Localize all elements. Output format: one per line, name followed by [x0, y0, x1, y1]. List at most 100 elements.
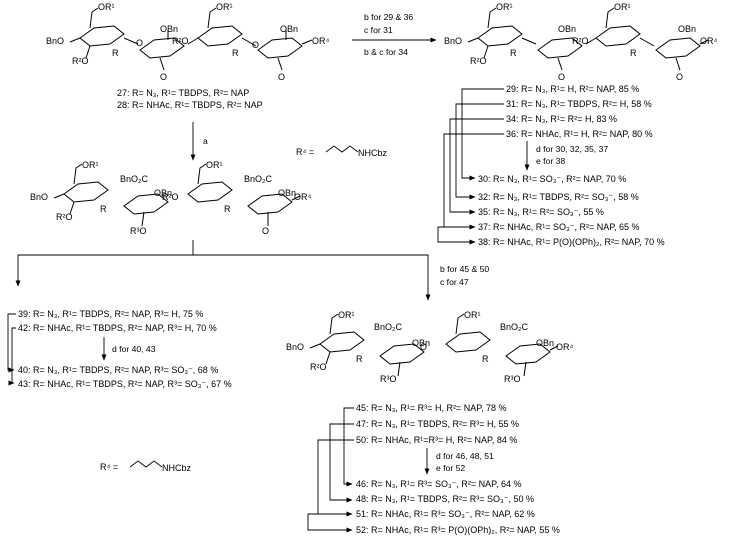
compound-38: 38: R= NHAc, R¹= P(O)(OPh)₂, R²= NAP, 70…	[478, 237, 665, 247]
label-bno2c: BnO₂C	[120, 174, 149, 184]
label-obn: OBn	[412, 338, 430, 348]
structure-39-42: OR¹ OR¹ BnO R²O R²O R R BnO₂C BnO₂C OBn …	[30, 160, 312, 236]
label-obn: OBn	[558, 24, 576, 34]
compound-45: 45: R= N₃, R¹= R³= H, R²= NAP, 78 %	[356, 403, 507, 413]
connector-42-43	[8, 327, 16, 386]
label-r2o: R²O	[572, 36, 589, 46]
label-r2o: R²O	[72, 56, 89, 66]
label-or4: OR⁴	[294, 192, 312, 202]
label-r2o: R²O	[172, 36, 189, 46]
condition: d for 46, 48, 51	[436, 451, 494, 461]
label-r2o: R²O	[162, 192, 179, 202]
condition: a	[203, 136, 208, 146]
compound-30: 30: R= N₃, R¹= SO₃⁻, R²= NAP, 70 %	[478, 174, 626, 184]
label-r3o: R³O	[504, 374, 521, 384]
label-o: O	[278, 72, 285, 82]
label-obn: OBn	[280, 24, 298, 34]
label-o: O	[160, 72, 167, 82]
label-bno2c: BnO₂C	[244, 174, 273, 184]
compound-47: 47: R= N₃, R¹= TBDPS, R²= R³= H, 55 %	[356, 419, 519, 429]
label-or4: OR⁴	[312, 36, 330, 46]
label-or4: OR⁴	[556, 342, 574, 352]
compound-32: 32: R= N₃, R¹= TBDPS, R²= SO₃⁻, 58 %	[478, 192, 639, 202]
label-bno: BnO	[444, 36, 462, 46]
label-r2o: R²O	[470, 56, 487, 66]
compound-29: 29: R= N₃, R¹= H, R²= NAP, 85 %	[506, 84, 639, 94]
label-bno: BnO	[286, 342, 304, 352]
connector-50-51	[317, 439, 354, 517]
compound-37: 37: R= NHAc, R¹= SO₃⁻, R²= NAP, 65 %	[478, 222, 640, 232]
condition: d for 30, 32, 35, 37	[536, 144, 608, 154]
label-bno2c: BnO₂C	[500, 322, 529, 332]
label-or1: OR¹	[206, 160, 223, 170]
condition: c for 31	[364, 25, 393, 35]
compound-42: 42: R= NHAc, R¹= TBDPS, R²= NAP, R³= H, …	[18, 323, 217, 333]
structure-29-38: OR¹ OR¹ BnO R²O R²O R R OBn OBn OR⁴ O O	[444, 2, 718, 82]
label-r: R	[224, 204, 231, 214]
label-obn: OBn	[536, 338, 554, 348]
structure-27-28: OR¹ OR¹ BnO R²O R²O R R OBn OBn OR⁴ O O …	[46, 2, 330, 82]
connector-39-40	[7, 313, 16, 373]
compound-31: 31: R= N₃, R¹= TBDPS, R²= H, 58 %	[506, 99, 652, 109]
condition: b for 45 & 50	[440, 264, 489, 274]
compound-40: 40: R= N₃, R¹= TBDPS, R²= NAP, R³= SO₃⁻,…	[18, 365, 218, 375]
condition: c for 47	[440, 277, 469, 287]
connector-47-48	[329, 423, 354, 503]
r4-nhcbz: NHCbz	[162, 463, 192, 473]
label-or4: OR⁴	[700, 36, 718, 46]
connector-45-46	[343, 407, 354, 487]
compound-52: 52: R= NHAc, R¹= R³= P(O)(OPh)₂, R²= NAP…	[356, 525, 560, 535]
label-r: R	[232, 48, 239, 58]
label-bno2c: BnO₂C	[374, 322, 403, 332]
label-r3o: R³O	[130, 226, 147, 236]
label-r: R	[112, 48, 119, 58]
label-o: O	[136, 38, 143, 48]
label-or1: OR¹	[496, 2, 513, 12]
r4-nhcbz: NHCbz	[358, 148, 388, 158]
label-obn: OBn	[278, 188, 296, 198]
connector-31-32	[455, 103, 504, 200]
label-or1: OR¹	[338, 310, 355, 320]
label-o: O	[558, 72, 565, 82]
condition: d for 40, 43	[112, 344, 156, 354]
connector-36-38	[437, 226, 476, 245]
compound-27: 27: R= N₃, R¹= TBDPS, R²= NAP	[117, 88, 249, 98]
connector-50-52	[307, 513, 353, 533]
connector-29-30	[461, 88, 504, 181]
compound-51: 51: R= NHAc, R¹= R³= SO₃⁻, R²= NAP, 62 %	[356, 509, 535, 519]
compound-34: 34: R= N₃, R¹= R²= H, 83 %	[506, 114, 617, 124]
label-obn: OBn	[154, 188, 172, 198]
label-or1: OR¹	[614, 2, 631, 12]
compound-36: 36: R= NHAc, R¹= H, R²= NAP, 80 %	[506, 129, 653, 139]
compound-39: 39: R= N₃, R¹= TBDPS, R²= NAP, R³= H, 75…	[18, 309, 203, 319]
label-r: R	[356, 354, 363, 364]
label-r: R	[100, 204, 107, 214]
arrow-to-39-list	[15, 240, 194, 287]
label-obn: OBn	[160, 24, 178, 34]
r4-chain	[325, 145, 359, 153]
compound-50: 50: R= NHAc, R¹=R³= H, R²= NAP, 84 %	[356, 435, 517, 445]
condition: e for 38	[536, 156, 565, 166]
label-o: O	[262, 226, 269, 236]
compound-28: 28: R= NHAc, R¹= TBDPS, R²= NAP	[117, 100, 263, 110]
condition: e for 52	[436, 463, 465, 473]
label-obn: OBn	[678, 24, 696, 34]
connector-34-35	[449, 118, 504, 215]
compound-35: 35: R= N₃, R¹= R²= SO₃⁻, 55 %	[478, 207, 604, 217]
arrow-to-45	[193, 254, 431, 301]
label-or1: OR¹	[82, 160, 99, 170]
label-r3o: R³O	[380, 374, 397, 384]
structure-45-52: OR¹ OR¹ BnO R²O O R R BnO₂C BnO₂C OBn OB…	[286, 310, 574, 384]
label-or1: OR¹	[98, 2, 115, 12]
label-r: R	[482, 354, 489, 364]
label-r: R	[630, 48, 637, 58]
condition: b & c for 34	[364, 47, 408, 57]
label-r2o: R²O	[56, 212, 73, 222]
compound-46: 46: R= N₃, R¹= R³= SO₃⁻, R²= NAP, 64 %	[356, 479, 521, 489]
r4-label: R⁴ =	[296, 147, 314, 157]
condition: b for 29 & 36	[364, 12, 413, 22]
compound-48: 48: R= N₃, R¹= TBDPS, R²= R³= SO₃⁻, 50 %	[356, 494, 534, 504]
r4-chain	[129, 460, 163, 468]
label-r2o: R²O	[310, 362, 327, 372]
